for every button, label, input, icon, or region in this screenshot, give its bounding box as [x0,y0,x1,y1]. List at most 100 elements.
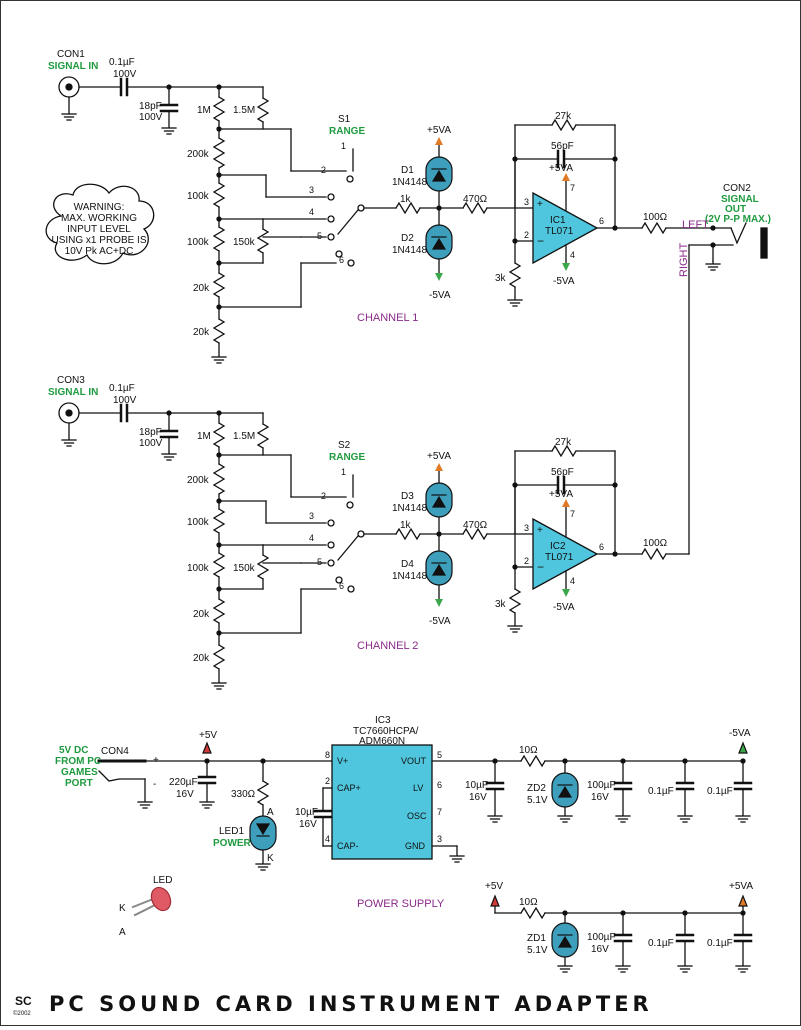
c100-neg-label: 100µF [587,780,616,791]
con2-sub-3: (2V P-P MAX.) [705,214,771,225]
ic3-label: IC3 [375,715,391,726]
con1-label: CON1 [57,49,85,60]
rf-label: 27k [555,111,572,122]
r-200k-ch1 [212,137,226,169]
pin-4: 4 [325,834,330,844]
pin4b: 4 [570,576,575,586]
vpos-out-label: +5VA [729,881,753,892]
power-supply-circuit [97,744,753,973]
s2-sub: RANGE [329,452,365,463]
v5-arrow-icon [202,741,212,754]
pin-2: 2 [325,776,330,786]
pin-6: 6 [437,780,442,790]
led1-a: A [267,807,274,818]
rser2-label: 470Ω [463,520,488,531]
con2-label: CON2 [723,183,751,194]
ic2-label: IC2 [550,541,566,552]
r330-label: 330Ω [231,789,256,800]
ic1-minus: − [537,234,544,248]
pin6b: 6 [599,542,604,552]
d4-label: D4 [401,559,414,570]
ic3-type-2: ADM660N [359,736,405,747]
pos5: 5 [317,231,322,241]
v5-label: +5V [199,730,217,741]
r-20k-b-ch1 [212,318,226,344]
r1-label: 1M [197,105,211,116]
ic2-vpos-label: +5VA [549,489,573,500]
vpos2-label: +5VA [427,451,451,462]
c100-neg-v: 16V [591,792,609,803]
pwr-in-2: FROM PC [55,756,101,767]
r-1m-ch1 [212,96,226,122]
r-27k-ch1 [551,118,577,132]
pin-capm: CAP- [337,841,359,851]
rg2-label: 3k [495,599,507,610]
d1-label: D1 [401,165,414,176]
r-150k-ch1 [256,228,270,254]
zd2-label: ZD2 [527,783,546,794]
output-section [688,222,768,555]
r-10-neg [520,754,546,768]
con1-sub: SIGNAL IN [48,61,98,72]
c-pump-label: 10µF [295,807,318,818]
ic-vneg-label: -5VA [553,276,575,287]
pin7b: 7 [570,509,575,519]
left-label: LEFT [682,219,709,231]
pin7: 7 [570,183,575,193]
pos6b: 6 [339,581,344,591]
pos3: 3 [309,185,314,195]
pos6: 6 [339,255,344,265]
warning-line-2: MAX. WORKING [61,213,137,224]
c-shunt-v: 100V [139,112,163,123]
c220-v: 16V [176,789,194,800]
r2b-label: 1.5M [233,431,255,442]
led-picture-icon [131,886,172,917]
con4-label: CON4 [101,746,129,757]
pin3b: 3 [524,523,529,533]
r2-label: 1.5M [233,105,255,116]
led1-label: LED1 [219,826,244,837]
rf2-label: 27k [555,437,572,448]
led-pic-a: A [119,927,126,938]
r3-label: 200k [187,149,210,160]
con4-jack-icon [98,770,146,782]
r-1m5-ch1 [256,97,270,123]
r-10-pos [520,906,546,920]
con3-sub: SIGNAL IN [48,387,98,398]
pos4b: 4 [309,533,314,543]
channel1-title: CHANNEL 1 [357,312,418,324]
vneg-label: -5VA [429,290,451,301]
c01-neg-a: 0.1µF [648,786,674,797]
s2-label: S2 [338,440,351,451]
led-pic-label: LED [153,875,172,886]
ic2-vneg-label: -5VA [553,602,575,613]
r6b-label: 150k [233,563,256,574]
c01-pos-b: 0.1µF [707,938,733,949]
rout2-label: 100Ω [643,538,668,549]
pin2b: 2 [524,556,529,566]
right-label: RIGHT [678,243,690,278]
labels: CON1 SIGNAL IN 0.1µF 100V 18pF 100V 1M 1… [13,49,771,1017]
pin-vplus: V+ [337,756,348,766]
pos1: 1 [341,141,346,151]
led1-sub: POWER [213,838,252,849]
pin-lv: LV [413,783,423,793]
supply-arrows [435,137,570,607]
vneg-out-arrow-icon [738,741,748,754]
r6-label: 150k [233,237,256,248]
power-supply-title: POWER SUPPLY [357,898,445,910]
r5-label: 100k [187,237,210,248]
pin-capp: CAP+ [337,783,361,793]
pos2b: 2 [321,491,326,501]
c-shunt2-v: 100V [139,438,163,449]
rin-label: 1k [400,194,412,205]
rout-label: 100Ω [643,212,668,223]
vpos-label: +5VA [427,125,451,136]
con3-label: CON3 [57,375,85,386]
zd1-label: ZD1 [527,933,546,944]
c220-label: 220µF [169,777,198,788]
vneg-out-label: -5VA [729,728,751,739]
pos1b: 1 [341,467,346,477]
channel2-title: CHANNEL 2 [357,640,418,652]
pos5b: 5 [317,557,322,567]
